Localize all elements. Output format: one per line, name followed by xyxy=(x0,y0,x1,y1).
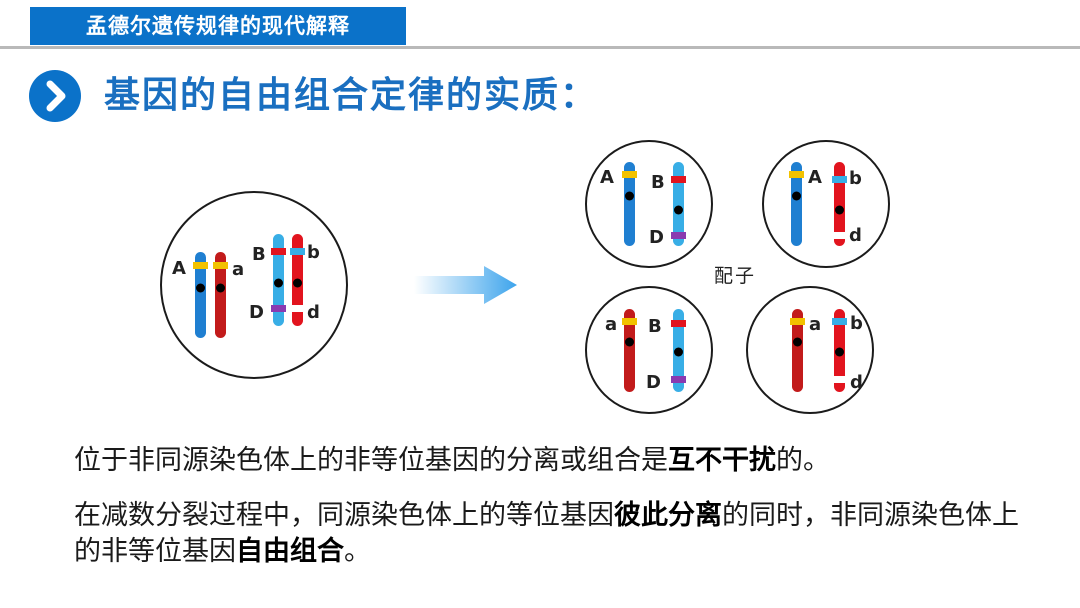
chromosome-BD xyxy=(271,234,286,326)
gene-label-a: a xyxy=(232,259,244,280)
gamete-cell: a b d xyxy=(746,286,874,414)
header-divider xyxy=(0,46,1080,49)
gene-label: d xyxy=(850,372,863,393)
gene-label: d xyxy=(849,225,862,246)
gamete-cell: A B D xyxy=(585,140,713,268)
gene-label-b: b xyxy=(307,242,320,263)
gene-label: D xyxy=(646,372,661,393)
gene-label: b xyxy=(849,168,862,189)
gene-label: A xyxy=(600,167,614,188)
explanation-text: 的同时，非同源染色体上的非等位基因 xyxy=(74,500,1019,567)
gene-label: B xyxy=(648,316,662,337)
chromosome-A xyxy=(193,252,208,338)
gene-label-B: B xyxy=(252,244,266,265)
parent-cell: A a B b D d xyxy=(160,191,348,379)
statement-text: 位于非同源染色体上的非等位基因的分离或组合是 xyxy=(74,445,668,476)
principle-statement: 位于非同源染色体上的非等位基因的分离或组合是互不干扰的。 xyxy=(74,443,1034,479)
chromosome-a xyxy=(213,252,228,338)
chevron-right-icon xyxy=(29,70,81,122)
gamete-cell: a B D xyxy=(585,286,713,414)
explanation-emphasis-separate: 彼此分离 xyxy=(614,500,722,531)
gene-label-A: A xyxy=(172,258,186,279)
gene-label-D: D xyxy=(249,302,264,323)
chromosome-bd xyxy=(290,234,305,326)
gene-label: A xyxy=(808,167,822,188)
gene-label: b xyxy=(850,313,863,334)
gamete-cell: A b d xyxy=(762,140,890,268)
gametes-label: 配子 xyxy=(714,265,756,287)
explanation-emphasis-combine: 自由组合 xyxy=(236,536,344,567)
gene-label-d: d xyxy=(307,302,320,323)
section-heading: 基因的自由组合定律的实质： xyxy=(104,75,599,116)
gene-label: a xyxy=(809,314,821,335)
statement-text-end: 的。 xyxy=(776,445,830,476)
gene-label: a xyxy=(605,314,617,335)
division-arrow xyxy=(414,266,517,304)
statement-emphasis: 互不干扰 xyxy=(668,445,776,476)
gene-label: B xyxy=(651,172,665,193)
header-title: 孟德尔遗传规律的现代解释 xyxy=(30,7,406,45)
gene-label: D xyxy=(649,227,664,248)
explanation-text: 在减数分裂过程中，同源染色体上的等位基因 xyxy=(74,500,614,531)
principle-explanation: 在减数分裂过程中，同源染色体上的等位基因彼此分离的同时，非同源染色体上的非等位基… xyxy=(74,498,1034,570)
explanation-text-end: 。 xyxy=(344,536,371,567)
